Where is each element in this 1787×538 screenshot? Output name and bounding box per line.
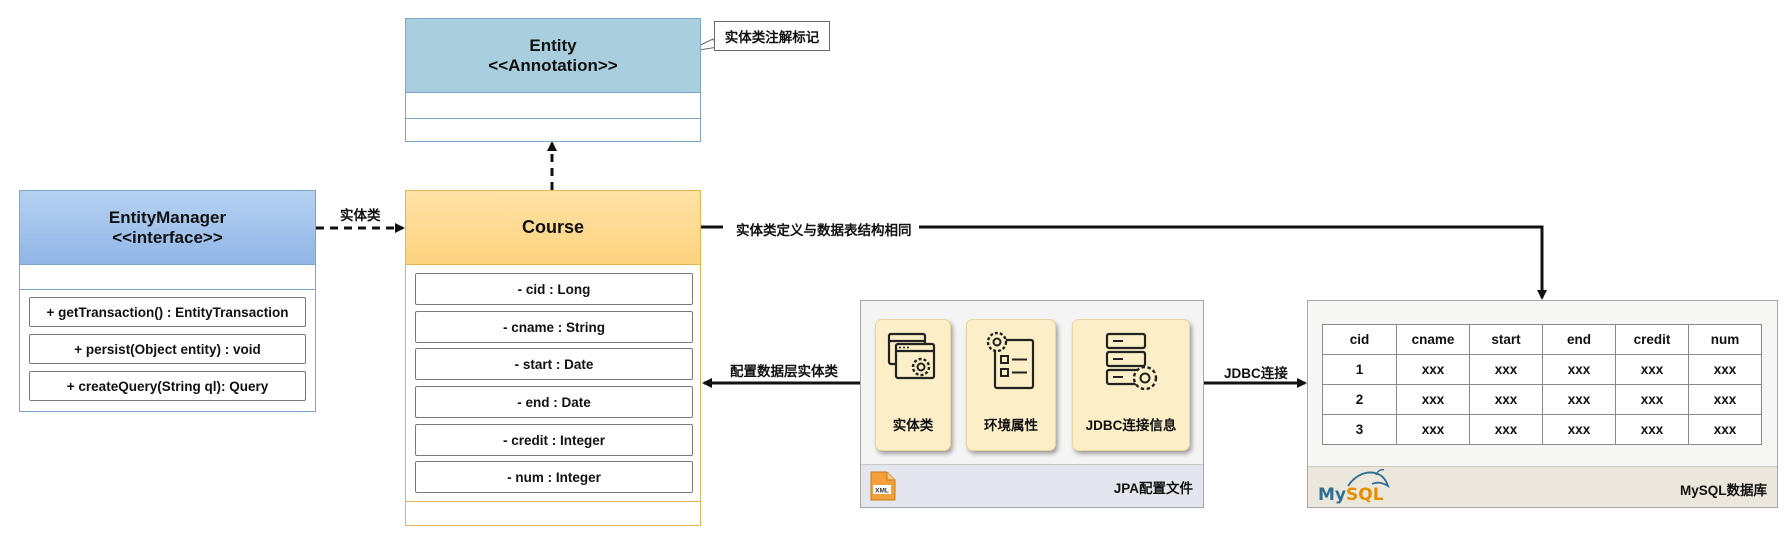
table-cell: xxx: [1615, 414, 1689, 445]
edge-label-entity-class: 实体类: [340, 208, 381, 223]
field-num: - num : Integer: [415, 461, 693, 493]
table-cell: xxx: [1615, 384, 1689, 415]
table-cell: xxx: [1615, 354, 1689, 385]
course-header: Course: [406, 191, 700, 265]
method-get-transaction: + getTransaction() : EntityTransaction: [29, 297, 306, 327]
field-cname: - cname : String: [415, 311, 693, 343]
table-header-cell: cid: [1322, 324, 1397, 355]
table-cell: xxx: [1542, 354, 1616, 385]
edge-label-same-structure: 实体类定义与数据表结构相同: [736, 223, 912, 238]
entity-manager-box: EntityManager <<interface>> + getTransac…: [19, 190, 316, 412]
table-cell: xxx: [1542, 414, 1616, 445]
table-cell: xxx: [1396, 354, 1470, 385]
table-header-cell: start: [1469, 324, 1543, 355]
table-cell: xxx: [1688, 414, 1762, 445]
table-header-cell: end: [1542, 324, 1616, 355]
same-structure-arrow-tail: [919, 225, 1547, 300]
jpa-config-panel: 实体类 环境属性 JDBC连接信息: [860, 300, 1204, 508]
mysql-logo-text: MySQL: [1318, 485, 1384, 505]
entity-annotation-stereotype: <<Annotation>>: [488, 55, 618, 75]
entity-manager-header: EntityManager <<interface>>: [20, 191, 315, 265]
course-box: Course - cid : Long - cname : String - s…: [405, 190, 701, 526]
mysql-logo: MySQL: [1316, 468, 1396, 505]
entity-annotation-box: Entity <<Annotation>>: [405, 18, 701, 142]
entity-annotation-attributes: [406, 93, 700, 119]
table-header-cell: credit: [1615, 324, 1689, 355]
table-cell: xxx: [1469, 384, 1543, 415]
card-label-jdbc-info: JDBC连接信息: [1085, 418, 1177, 433]
entity-annotation-name: Entity: [529, 35, 577, 55]
edge-label-config-entity: 配置数据层实体类: [730, 364, 838, 379]
entity-annotation-operations: [406, 119, 700, 141]
jpa-config-title: JPA配置文件: [1113, 481, 1193, 496]
mysql-footer: MySQL MySQL数据库: [1308, 466, 1777, 507]
table-cell: xxx: [1396, 414, 1470, 445]
table-cell: xxx: [1469, 354, 1543, 385]
course-operations: [406, 501, 700, 525]
card-label-entity-class: 实体类: [892, 418, 934, 433]
window-gear-icon: [887, 332, 936, 380]
field-end: - end : Date: [415, 386, 693, 418]
entity-manager-stereotype: <<interface>>: [112, 227, 223, 247]
xml-file-icon: XML: [870, 471, 896, 501]
course-name: Course: [521, 217, 584, 237]
field-cid: - cid : Long: [415, 273, 693, 305]
table-header-cell: cname: [1396, 324, 1470, 355]
server-gear-icon: [1105, 332, 1158, 391]
jpa-config-footer: XML JPA配置文件: [861, 464, 1203, 507]
card-entity-class: 实体类: [875, 319, 951, 451]
entity-manager-name: EntityManager: [108, 207, 227, 227]
entity-annotation-header: Entity <<Annotation>>: [406, 19, 700, 93]
xml-badge-text: XML: [875, 488, 889, 495]
table-cell: 1: [1322, 354, 1397, 385]
table-cell: 3: [1322, 414, 1397, 445]
dolphin-icon: [1347, 468, 1390, 489]
table-cell: xxx: [1688, 354, 1762, 385]
mysql-title: MySQL数据库: [1679, 483, 1767, 498]
card-jdbc-info: JDBC连接信息: [1072, 319, 1190, 451]
mysql-logo-my: My: [1318, 485, 1346, 505]
table-cell: xxx: [1688, 384, 1762, 415]
table-cell: xxx: [1542, 384, 1616, 415]
table-header-cell: num: [1688, 324, 1762, 355]
card-env-properties: 环境属性: [966, 319, 1056, 451]
field-start: - start : Date: [415, 348, 693, 380]
method-create-query: + createQuery(String ql): Query: [29, 371, 306, 401]
mysql-logo-sql: SQL: [1346, 485, 1384, 505]
entity-annotation-callout: 实体类注解标记: [714, 21, 830, 51]
table-cell: xxx: [1469, 414, 1543, 445]
field-credit: - credit : Integer: [415, 424, 693, 456]
config-document-icon: [986, 331, 1035, 390]
callout-text: 实体类注解标记: [724, 30, 820, 45]
table-cell: xxx: [1396, 384, 1470, 415]
card-label-env-properties: 环境属性: [984, 418, 1038, 433]
method-persist: + persist(Object entity) : void: [29, 334, 306, 364]
edge-label-jdbc: JDBC连接: [1224, 366, 1288, 381]
table-cell: 2: [1322, 384, 1397, 415]
entity-manager-attributes: [20, 265, 315, 290]
